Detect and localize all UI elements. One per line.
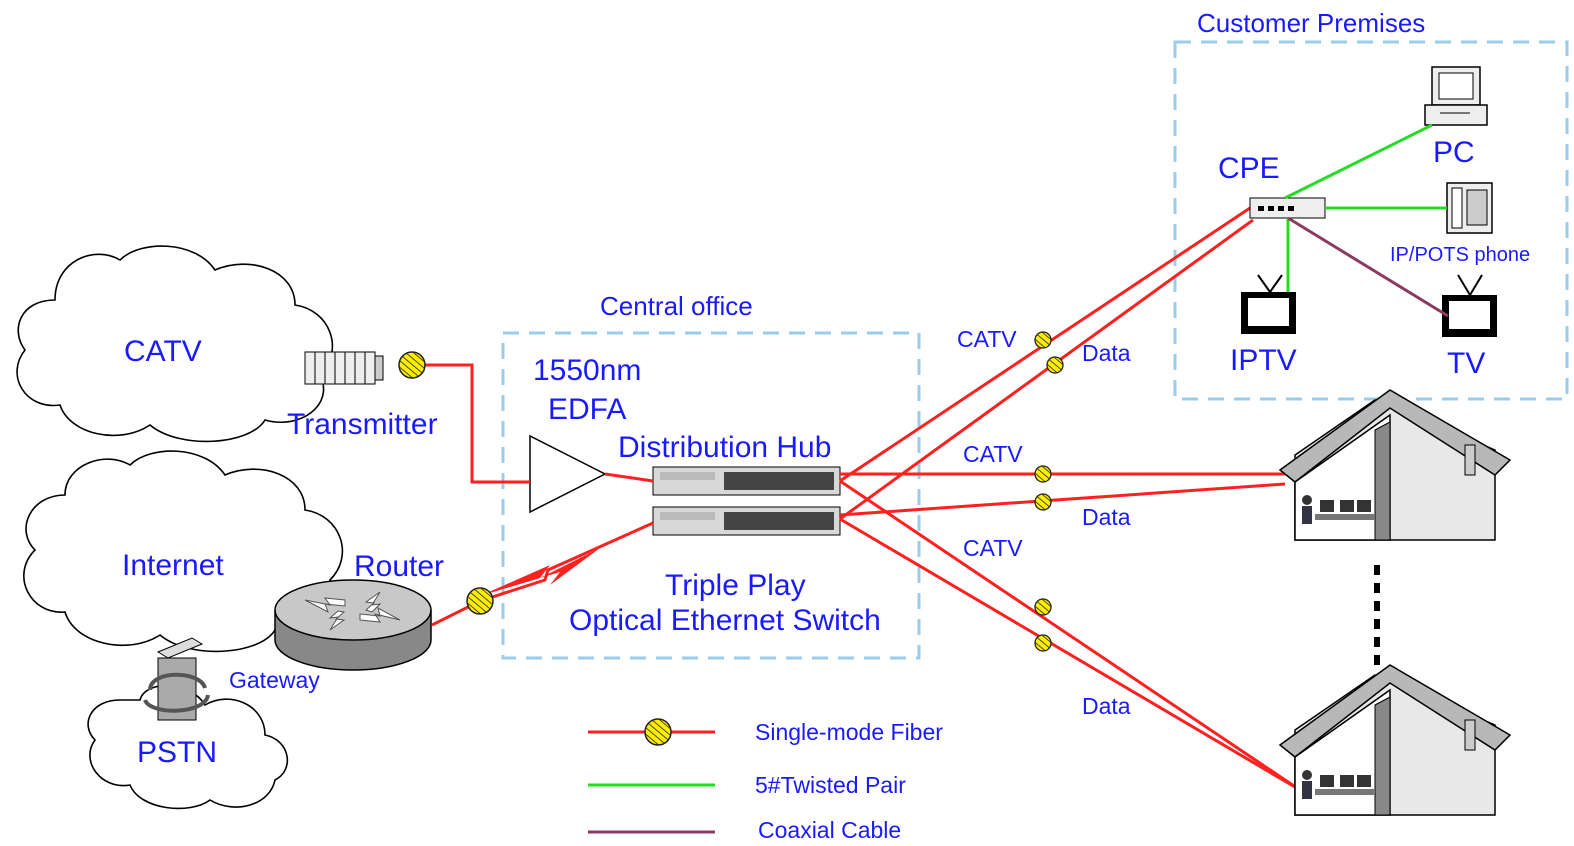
legend-twisted-pair-label: 5#Twisted Pair — [755, 772, 906, 798]
transmitter-label: Transmitter — [287, 408, 438, 441]
house-icon-bottom — [1279, 664, 1511, 816]
cpe-label: CPE — [1218, 152, 1280, 185]
phone-label: IP/POTS phone — [1390, 244, 1530, 266]
cpe-device-icon — [1249, 197, 1326, 219]
tv-icon — [1442, 274, 1497, 337]
central-office-title: Central office — [600, 291, 753, 321]
switch-label-line1: Triple Play — [665, 569, 806, 602]
data-link-label: Data — [1082, 693, 1131, 719]
transmitter-icon — [304, 351, 384, 385]
catv-link-label: CATV — [963, 535, 1023, 561]
wireless-link-icon — [480, 548, 600, 596]
gateway-label: Gateway — [229, 667, 320, 693]
pc-label: PC — [1433, 136, 1475, 169]
legend-coax-label: Coaxial Cable — [758, 817, 901, 843]
catv-link-label: CATV — [957, 326, 1017, 352]
legend: Single-mode Fiber 5#Twisted Pair Coaxial… — [588, 718, 943, 843]
house-icon-top — [1279, 389, 1511, 541]
distribution-hub-label: Distribution Hub — [618, 431, 831, 464]
fiber-connector-icon — [1034, 493, 1052, 511]
edfa-amplifier-icon — [529, 434, 607, 514]
edfa-label-line2: EDFA — [548, 393, 626, 426]
fiber-links — [412, 206, 1301, 792]
central-office-box — [501, 331, 921, 660]
customer-premises-box — [1173, 40, 1569, 401]
catv-link-label: CATV — [963, 441, 1023, 467]
data-link-label: Data — [1082, 340, 1131, 366]
phone-icon — [1446, 182, 1493, 234]
switch-label-line2: Optical Ethernet Switch — [569, 604, 881, 637]
iptv-icon — [1241, 274, 1296, 334]
edfa-label-line1: 1550nm — [533, 354, 641, 387]
fiber-connector-icon — [466, 587, 494, 615]
optical-ethernet-switch-icon — [652, 506, 841, 536]
fiber-connector-icon — [1046, 356, 1064, 374]
catv-cloud-label: CATV — [124, 335, 202, 368]
iptv-label: IPTV — [1230, 344, 1297, 377]
internet-cloud-label: Internet — [122, 549, 224, 582]
pstn-cloud — [87, 684, 289, 810]
tv-label: TV — [1447, 347, 1485, 380]
router-label: Router — [354, 550, 444, 583]
data-link-label: Data — [1082, 504, 1131, 530]
customer-premises-title: Customer Premises — [1197, 8, 1425, 38]
pstn-cloud-label: PSTN — [137, 736, 217, 769]
gateway-icon — [143, 637, 210, 721]
fiber-connector-icon — [1034, 634, 1052, 652]
fiber-connector-icon — [1034, 598, 1052, 616]
fiber-connector-icon — [398, 351, 426, 379]
pc-icon — [1424, 66, 1488, 126]
fiber-connector-icon — [1034, 465, 1052, 483]
legend-fiber-label: Single-mode Fiber — [755, 719, 943, 745]
catv-cloud — [16, 245, 334, 443]
fiber-connector-icon — [1034, 331, 1052, 349]
router-icon — [274, 579, 432, 671]
distribution-hub-icon — [652, 466, 841, 496]
